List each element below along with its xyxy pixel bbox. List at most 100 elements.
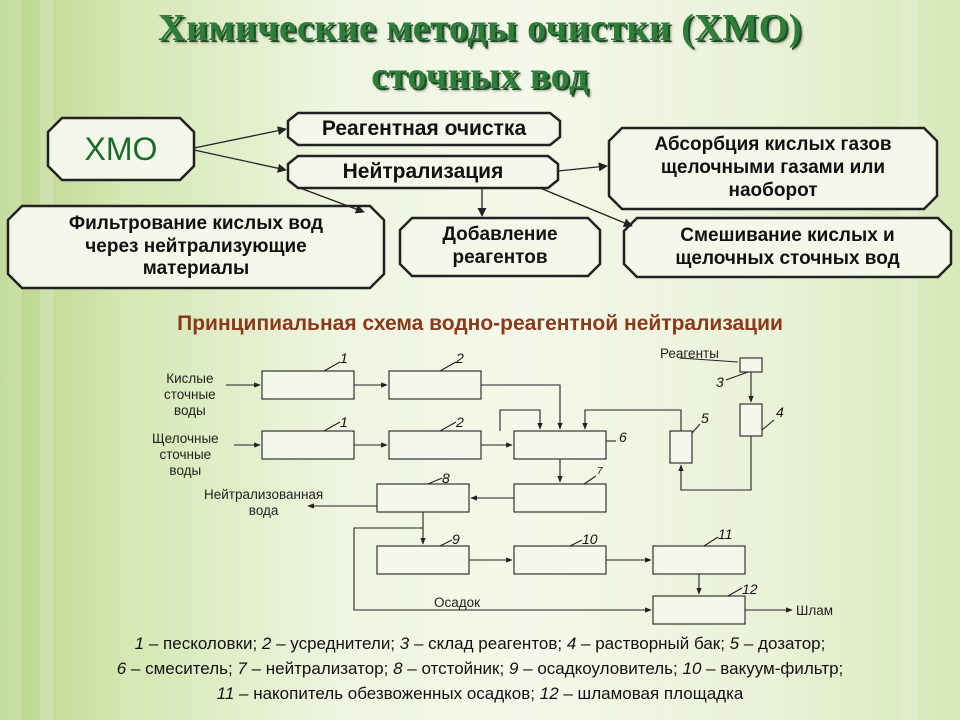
num-1a: 1: [340, 350, 348, 366]
label-alkaline-waters: Щелочные сточные воды: [152, 431, 219, 480]
box-vacuum-filter: [513, 545, 607, 575]
legend-line-1: 1 – песколовки; 2 – усреднители; 3 – скл…: [0, 632, 960, 657]
num-10: 10: [582, 531, 598, 547]
legend-text: – смеситель;: [126, 659, 238, 678]
legend-num: 7: [237, 659, 247, 678]
box-settler: [376, 483, 470, 513]
legend-num: 8: [393, 659, 403, 678]
filter-line-1: Фильтрование кислых вод: [68, 212, 324, 234]
legend-num: 11: [216, 684, 235, 703]
mix-line-1: Смешивание кислых и: [680, 224, 895, 246]
legend-text: – отстойник;: [402, 659, 509, 678]
classification-diagram: [6, 111, 953, 290]
mix-line-2: щелочных сточных вод: [675, 247, 900, 269]
box-solution-tank: [739, 403, 763, 437]
absorb-line-2: щелочными газами или: [660, 157, 886, 179]
box-sediment-trap: [376, 545, 470, 575]
legend-num: 2: [261, 634, 272, 653]
legend-num: 9: [508, 659, 519, 678]
add-line-1: Добавление: [442, 224, 558, 246]
reagent-box: Реагентная очистка: [288, 113, 560, 145]
label-alkali-line-3: воды: [169, 463, 202, 479]
legend-text: – шламовая площадка: [558, 684, 744, 703]
xmo-label: ХМО: [84, 130, 158, 167]
absorb-line-1: Абсорбция кислых газов: [654, 134, 892, 156]
box-neutralizer: [513, 483, 607, 513]
arrow-neutral-absorb: [557, 162, 608, 172]
box-dispenser: [669, 430, 693, 464]
legend-text: – усреднители;: [271, 634, 400, 653]
add-box: Добавление реагентов: [400, 218, 600, 276]
num-2b: 2: [456, 414, 464, 430]
label-alkali-line-1: Щелочные: [152, 431, 219, 446]
num-8: 8: [442, 470, 450, 486]
num-9: 9: [452, 531, 460, 547]
label-sludge: Шлам: [796, 603, 834, 618]
absorb-line-3: наоборот: [728, 179, 818, 201]
num-7: 7: [597, 466, 603, 477]
absorb-box: Абсорбция кислых газов щелочными газами …: [609, 128, 937, 209]
arrow-neutral-filter: [299, 187, 365, 214]
num-3: 3: [716, 374, 724, 390]
absorb-box-shape: [607, 126, 939, 211]
legend-num: 4: [566, 634, 577, 653]
label-alkali-line-2: сточные: [159, 447, 212, 463]
arrow-xmo-neutral: [193, 149, 287, 173]
legend-num: 10: [682, 659, 702, 678]
box-sludge-area: [652, 595, 746, 625]
background-stripe: [0, 0, 22, 720]
legend-num: 1: [134, 634, 145, 653]
title-line-1: Химические методы очистки (ХМО): [158, 7, 802, 49]
scheme-subtitle: Принципиальная схема водно-реагентной не…: [177, 312, 783, 335]
mix-box-shape: [622, 216, 953, 279]
arrow-xmo-reagent: [193, 126, 287, 149]
num-1b: 1: [340, 414, 348, 430]
label-acid-line-1: Кислые: [166, 371, 214, 386]
legend-text: – склад реагентов;: [409, 634, 567, 653]
neutral-label: Нейтрализация: [342, 160, 504, 184]
label-acid-line-2: сточные: [164, 387, 216, 403]
legend-num: 3: [399, 634, 410, 653]
legend-text: – дозатор;: [739, 634, 826, 653]
legend-num: 5: [729, 634, 740, 653]
arrow-neutral-mix: [539, 187, 633, 228]
legend-text: – вакуум-фильтр;: [701, 659, 844, 678]
neutral-box-shape: [286, 154, 560, 190]
num-4: 4: [776, 404, 784, 420]
legend-text: – растворный бак;: [576, 634, 730, 653]
box-sand-trap-2: [261, 430, 355, 460]
neutralization-scheme: [226, 357, 793, 625]
xmo-box-shape: [46, 116, 196, 182]
legend-line-2: 6 – смеситель; 7 – нейтрализатор; 8 – от…: [0, 657, 960, 682]
legend-text: – накопитель обезвоженных осадков;: [234, 684, 540, 703]
label-acid-waters: Кислые сточные воды: [164, 371, 216, 420]
num-5: 5: [701, 410, 709, 426]
add-box-shape: [398, 216, 602, 278]
num-2a: 2: [456, 350, 464, 366]
label-neutral-water-line-2: вода: [248, 503, 279, 519]
box-sand-trap-1: [261, 370, 355, 400]
label-neutral-water-line-1: Нейтрализованная: [204, 487, 324, 502]
box-sludge-store: [652, 545, 746, 575]
num-12: 12: [742, 581, 758, 597]
filter-box-shape: [6, 204, 386, 290]
legend-text: – песколовки;: [144, 634, 262, 653]
legend-text: – нейтрализатор;: [246, 659, 394, 678]
box-mixer: [513, 430, 607, 460]
filter-line-2: через нейтрализующие: [85, 235, 307, 257]
mix-box: Смешивание кислых и щелочных сточных вод: [624, 218, 951, 277]
legend-num: 12: [539, 684, 559, 703]
box-equalizer-2: [388, 430, 482, 460]
reagent-label: Реагентная очистка: [321, 117, 527, 141]
label-acid-line-3: воды: [173, 403, 206, 419]
xmo-box: ХМО: [48, 118, 194, 180]
add-line-2: реагентов: [452, 247, 548, 268]
legend-line-3: 11 – накопитель обезвоженных осадков; 12…: [0, 682, 960, 707]
title-line-2: сточных вод: [371, 55, 589, 97]
filter-box: Фильтрование кислых вод через нейтрализу…: [8, 206, 384, 288]
legend-text: – осадкоуловитель;: [518, 659, 683, 678]
box-equalizer-1: [388, 370, 482, 400]
num-6: 6: [619, 429, 627, 445]
label-neutralized-water: Нейтрализованная вода: [204, 487, 323, 519]
num-11: 11: [718, 526, 733, 542]
